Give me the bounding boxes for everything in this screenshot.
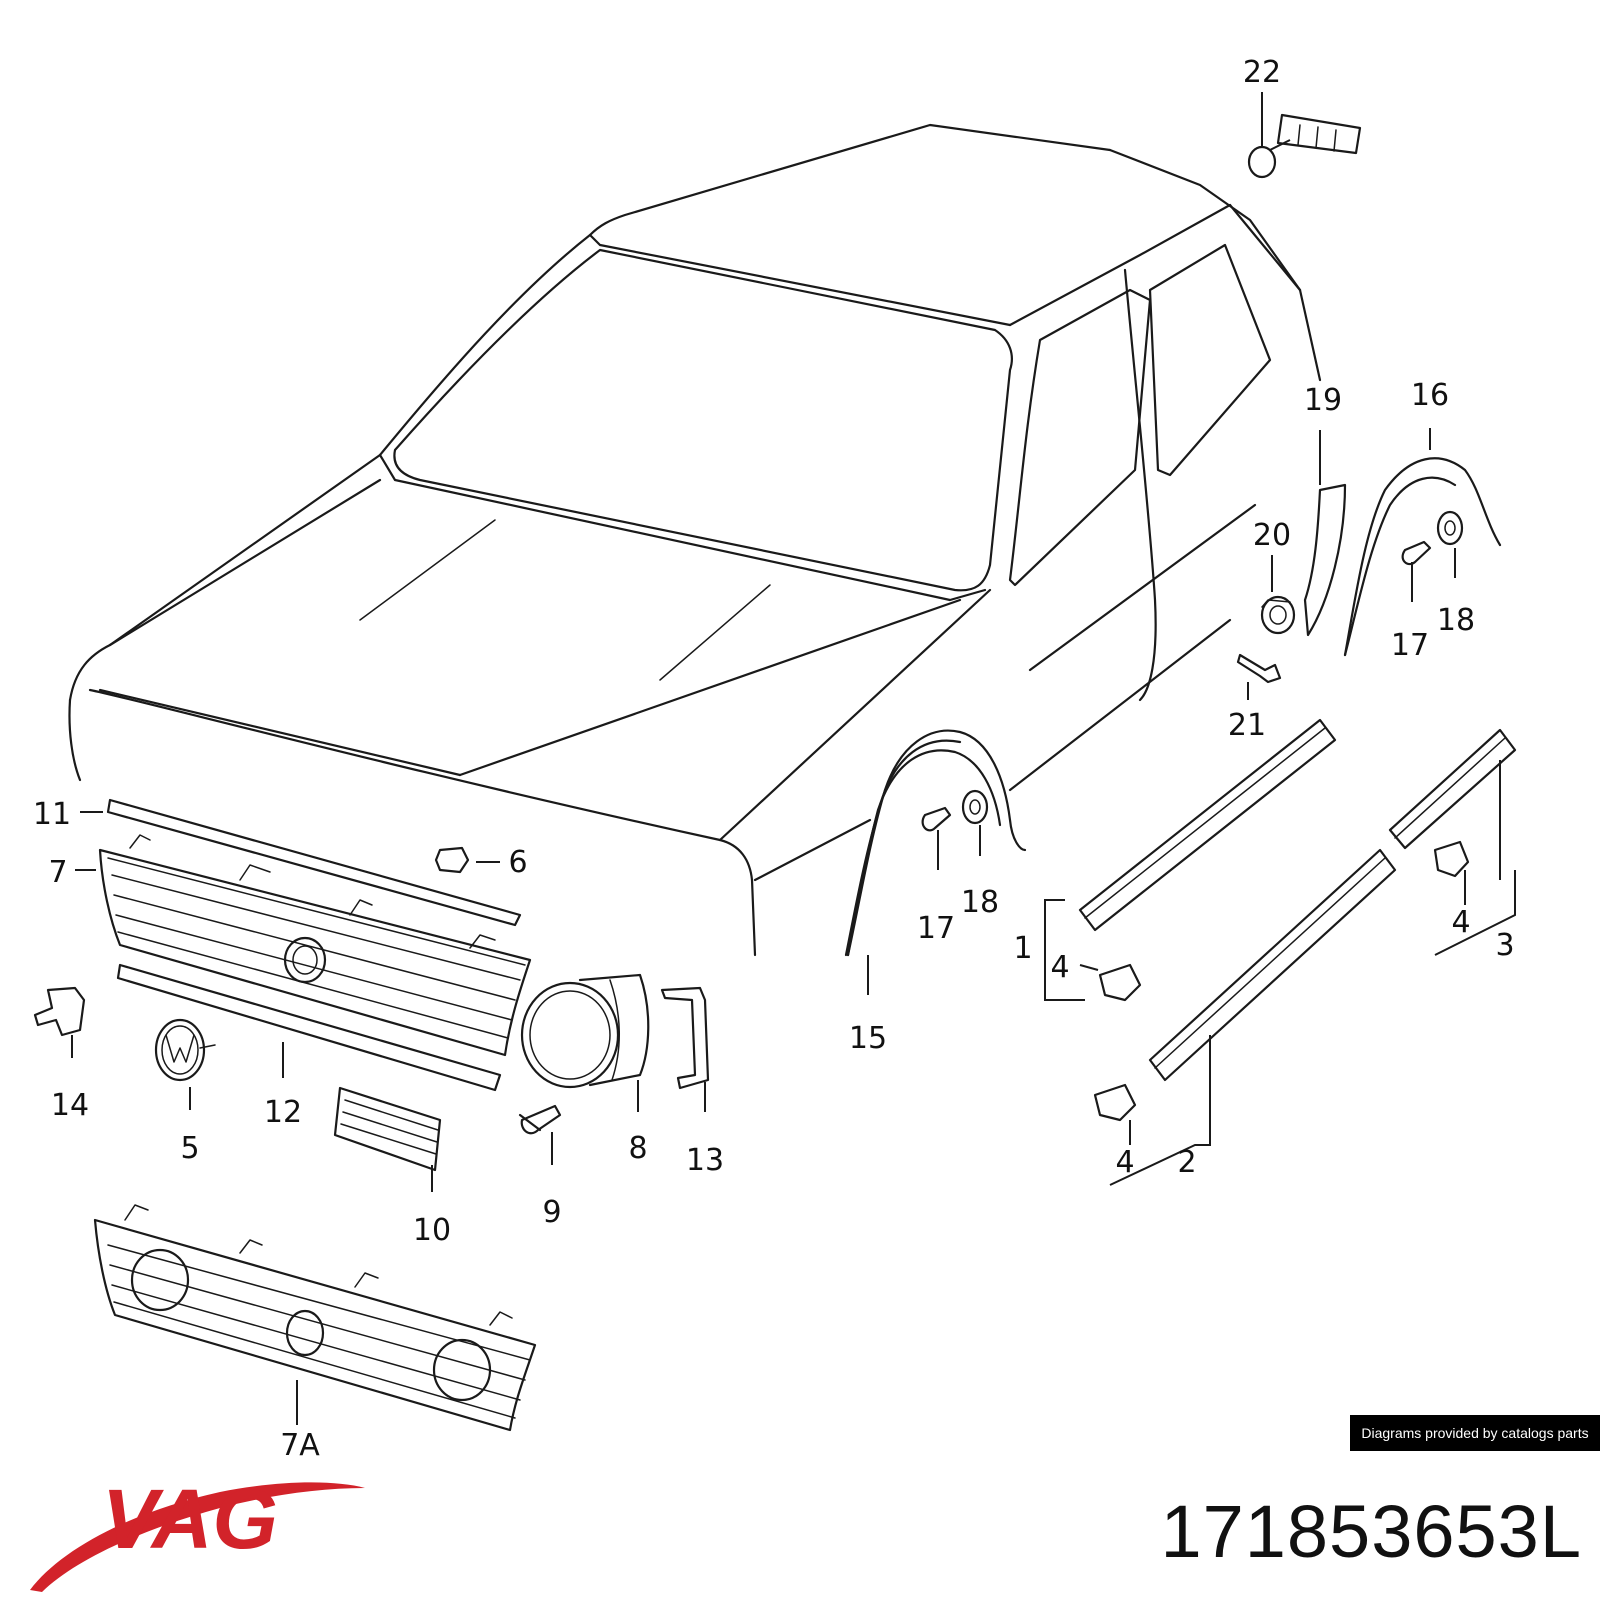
screw-17-front <box>921 806 952 832</box>
headlight-surround-8 <box>520 973 650 1089</box>
radiator-grille-7a <box>93 1204 537 1432</box>
grommet-20 <box>1260 595 1296 635</box>
clip-21 <box>1236 653 1282 684</box>
clip-22 <box>1247 113 1362 179</box>
trim-piece-19 <box>1303 483 1347 637</box>
callout-19: 19 <box>1304 383 1342 418</box>
screw-17-rear <box>1401 540 1432 566</box>
callout-18a: 18 <box>961 885 999 920</box>
clip-14 <box>33 986 86 1037</box>
clip-4-a <box>1098 963 1142 1002</box>
clip-4-b <box>1093 1083 1137 1122</box>
sill-trim-2 <box>1148 848 1397 1082</box>
callout-21: 21 <box>1228 708 1266 743</box>
callout-5: 5 <box>180 1131 199 1166</box>
leader-lines <box>71 92 1516 1425</box>
sill-trim-1 <box>1078 718 1337 932</box>
callout-6: 6 <box>508 845 527 880</box>
car-body-outline <box>68 123 1322 957</box>
wheel-arch-trim-16 <box>1343 457 1502 657</box>
callout-2: 2 <box>1177 1145 1196 1180</box>
callout-22: 22 <box>1243 55 1281 90</box>
callout-20: 20 <box>1253 518 1291 553</box>
callout-1: 1 <box>1013 931 1032 966</box>
callout-17a: 17 <box>917 911 955 946</box>
callout-4b: 4 <box>1115 1145 1134 1180</box>
callout-9: 9 <box>542 1195 561 1230</box>
callout-16: 16 <box>1411 378 1449 413</box>
clip-4-c <box>1433 840 1470 878</box>
screw-9 <box>518 1104 562 1135</box>
sill-trim-3 <box>1388 728 1517 850</box>
callout-7a: 7A <box>280 1428 320 1463</box>
callout-7: 7 <box>48 855 67 890</box>
part-number: 171853653L <box>1160 1490 1582 1573</box>
callout-17b: 17 <box>1391 628 1429 663</box>
callout-10: 10 <box>413 1213 451 1248</box>
vag-logo: VAG <box>30 1472 365 1592</box>
wheel-arch-trim-15 <box>844 739 962 957</box>
callout-13: 13 <box>686 1143 724 1178</box>
vent-grille-10 <box>333 1086 442 1172</box>
trim-strip-11 <box>106 798 522 927</box>
callout-labels: 1 2 3 4 4 4 5 6 7 7A 8 9 10 11 12 13 14 … <box>33 55 1515 1463</box>
callout-4c: 4 <box>1451 905 1470 940</box>
bracket-13 <box>660 986 710 1090</box>
callout-8: 8 <box>628 1131 647 1166</box>
clip-6 <box>434 846 470 874</box>
callout-14: 14 <box>51 1088 89 1123</box>
vag-logo-text: VAG <box>102 1472 278 1566</box>
vw-emblem-5 <box>154 1018 216 1082</box>
callout-3: 3 <box>1495 928 1514 963</box>
callout-15: 15 <box>849 1021 887 1056</box>
callout-12: 12 <box>264 1095 302 1130</box>
radiator-grille-7 <box>98 834 532 1057</box>
callout-4a: 4 <box>1050 950 1069 985</box>
callout-11: 11 <box>33 797 71 832</box>
diagram-credit-banner: Diagrams provided by catalogs parts <box>1350 1415 1600 1451</box>
trim-strip-12 <box>116 963 502 1092</box>
washer-18-front <box>961 789 989 825</box>
callout-18b: 18 <box>1437 603 1475 638</box>
